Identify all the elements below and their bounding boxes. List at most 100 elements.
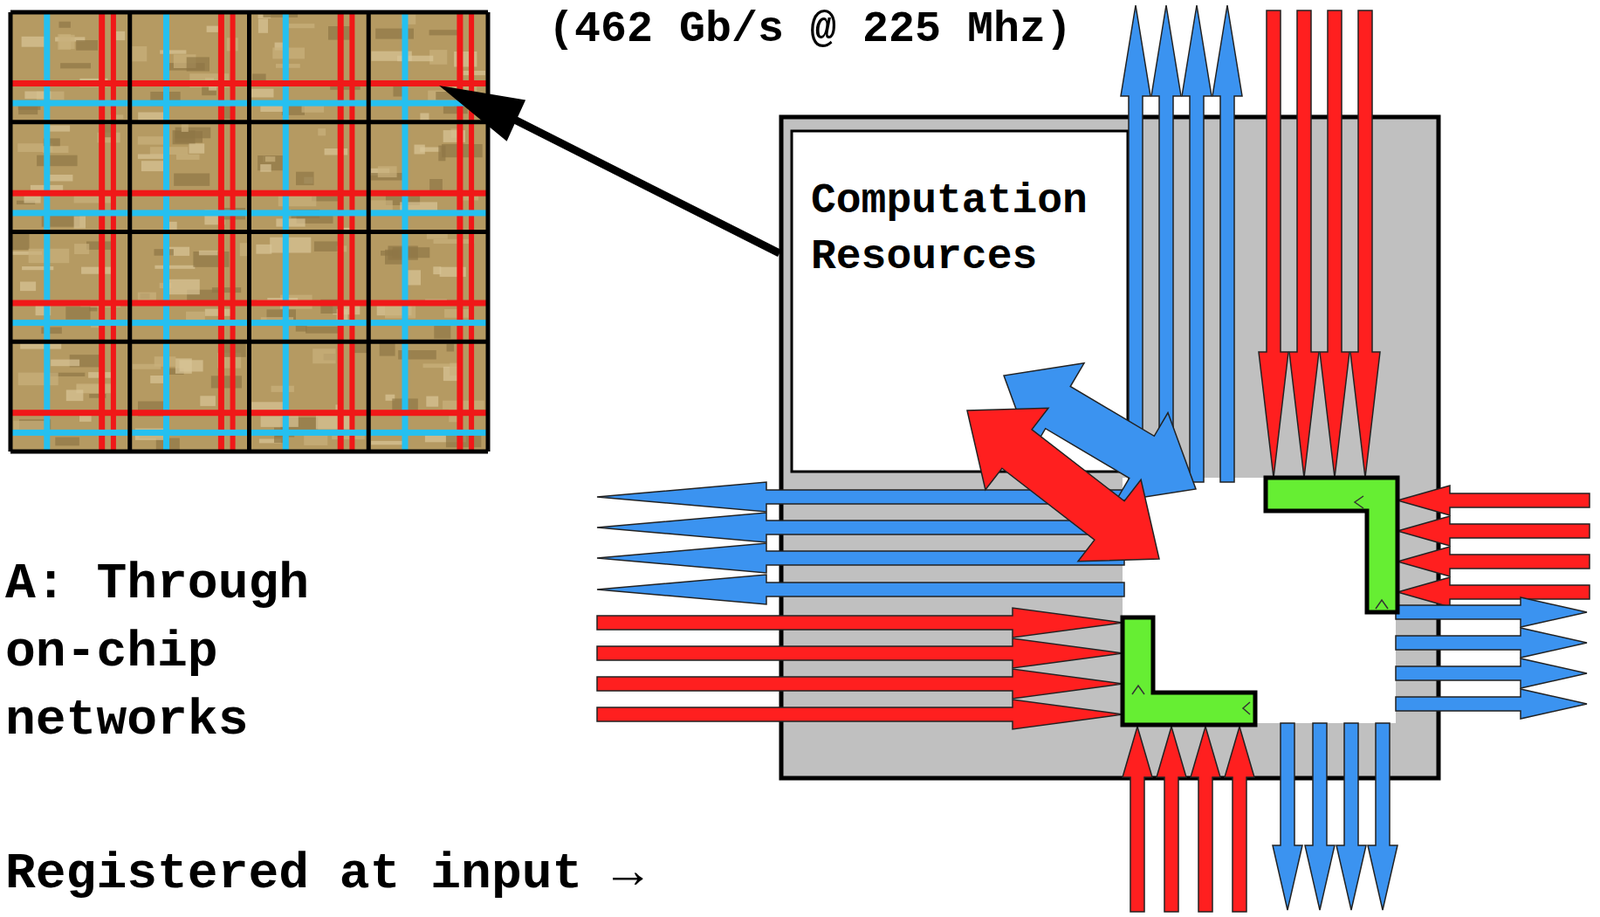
- chip-texture: [442, 400, 485, 410]
- chip-texture: [317, 128, 326, 136]
- network-arrow: [1397, 576, 1590, 607]
- network-line: [10, 190, 131, 197]
- chip-texture: [212, 287, 241, 293]
- chip-texture: [74, 215, 86, 228]
- chip-texture: [48, 125, 70, 132]
- network-line: [368, 209, 488, 216]
- network-arrow: [597, 574, 1125, 605]
- chip-texture: [433, 323, 451, 339]
- network-arrow: [597, 512, 1125, 543]
- chip-texture: [285, 23, 315, 28]
- network-line: [130, 100, 250, 107]
- network-arrow: [1395, 688, 1587, 719]
- chip-texture: [168, 221, 178, 230]
- network-arrow: [1289, 10, 1319, 478]
- chip-texture: [150, 375, 165, 384]
- chip-texture: [130, 46, 148, 62]
- clock-mark: [1132, 685, 1145, 694]
- network-line: [130, 80, 250, 87]
- network-line: [130, 319, 250, 326]
- network-line: [249, 80, 370, 87]
- network-arrow: [1395, 658, 1587, 688]
- chip-texture: [252, 74, 267, 82]
- network-line: [249, 100, 370, 107]
- chip-texture: [20, 343, 62, 350]
- network-line: [249, 209, 370, 216]
- network-line: [368, 409, 488, 416]
- chip-texture: [249, 89, 274, 98]
- chip-texture: [154, 265, 195, 269]
- chip-texture: [137, 154, 167, 159]
- chip-texture: [54, 437, 80, 447]
- leader-arrow: [471, 97, 780, 254]
- chip-texture: [305, 326, 340, 334]
- chip-texture: [370, 199, 393, 211]
- chip-texture: [295, 171, 315, 186]
- network-arrow: [1272, 722, 1303, 910]
- chip-texture: [50, 359, 80, 367]
- tile-border: [10, 339, 488, 344]
- clock-mark: [1242, 701, 1250, 715]
- chip-texture: [199, 395, 216, 406]
- network-arrow: [1395, 627, 1587, 658]
- network-line: [10, 209, 131, 216]
- chip-texture: [18, 372, 59, 386]
- chip-texture: [48, 174, 73, 182]
- network-arrow: [1190, 726, 1221, 912]
- chip-texture: [137, 136, 166, 145]
- chip-texture: [312, 348, 336, 364]
- network-line: [130, 300, 250, 307]
- chip-texture: [176, 154, 200, 160]
- chip-texture: [260, 415, 299, 427]
- chip-texture: [173, 173, 210, 186]
- tile-border: [10, 229, 488, 234]
- chip-die: [10, 12, 488, 452]
- network-arrow: [1397, 485, 1590, 516]
- resource-box: Computation Resources: [791, 130, 1128, 472]
- network-line: [10, 429, 131, 436]
- network-arrow: [1397, 515, 1590, 546]
- network-arrow: [1258, 10, 1289, 478]
- network-line: [130, 209, 250, 216]
- network-arrow: [1156, 726, 1187, 912]
- network-line: [249, 319, 370, 326]
- clock-mark: [1354, 495, 1364, 509]
- network-line: [10, 100, 131, 107]
- chip-texture: [21, 36, 47, 48]
- chip-texture: [199, 250, 219, 256]
- chip-texture: [75, 40, 98, 51]
- tile-border: [486, 12, 491, 452]
- leader-arrowhead: [439, 85, 526, 142]
- chip-texture: [275, 218, 305, 227]
- network-arrow: [597, 638, 1123, 668]
- switch-area: [1122, 477, 1396, 723]
- network-arrow: [1367, 722, 1398, 910]
- network-arrow: [1224, 726, 1255, 912]
- network-line: [368, 190, 488, 197]
- network-arrow: [1336, 722, 1367, 910]
- chip-texture: [392, 247, 431, 258]
- network-line: [130, 409, 250, 416]
- chip-texture: [429, 29, 460, 35]
- chip-texture: [438, 145, 446, 162]
- chip-texture: [315, 414, 353, 429]
- chip-texture: [462, 70, 486, 76]
- network-arrow: [1181, 5, 1212, 482]
- tile-border: [10, 449, 488, 454]
- network-line: [368, 300, 488, 307]
- chip-texture: [65, 306, 90, 320]
- chip-texture: [81, 267, 112, 275]
- chip-texture: [74, 243, 90, 255]
- chip-texture: [189, 143, 206, 153]
- network-arrow: [1319, 10, 1350, 478]
- network-line: [249, 300, 370, 307]
- processor-port-arrow: [967, 407, 1160, 561]
- network-arrow: [597, 699, 1123, 729]
- network-arrow: [597, 668, 1123, 699]
- network-line: [249, 409, 370, 416]
- chip-texture: [258, 19, 268, 34]
- chip-texture: [20, 281, 36, 292]
- chip-texture: [175, 130, 204, 143]
- chip-texture: [59, 21, 71, 28]
